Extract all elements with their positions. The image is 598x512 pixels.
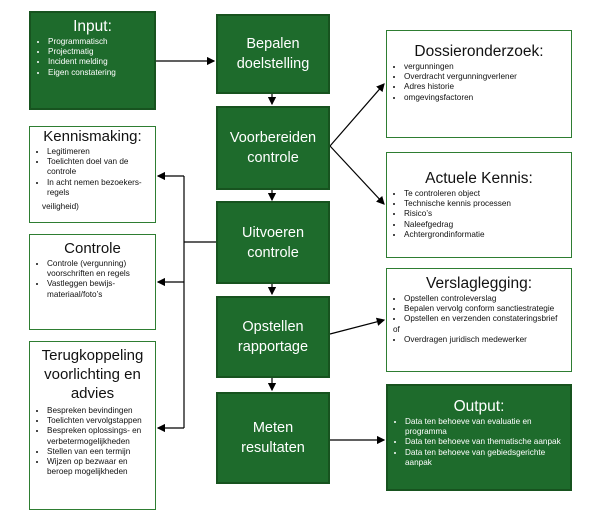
step-opstellen-rapportage: Opstellen rapportage: [216, 296, 330, 378]
terugkoppeling-item: Wijzen op bezwaar en beroep mogelijkhede…: [47, 457, 155, 477]
dossieronderzoek-list: vergunningen Overdracht vergunningverlen…: [387, 62, 571, 103]
terugkoppeling-list: Bespreken bevindingen Toelichten vervolg…: [30, 406, 155, 477]
controle-box: Controle Controle (vergunning) voorschri…: [29, 234, 156, 330]
dossieronderzoek-box: Dossieronderzoek: vergunningen Overdrach…: [386, 30, 572, 138]
controle-item: Controle (vergunning) voorschriften en r…: [47, 259, 155, 279]
arrow-to-kennis: [329, 145, 385, 205]
verslaglegging-item: Bepalen vervolg conform sanctiestrategie: [404, 304, 571, 314]
output-item: Data ten behoeve van thematische aanpak: [405, 437, 570, 447]
input-item: Programmatisch: [48, 37, 154, 47]
input-title: Input:: [73, 18, 112, 35]
controle-item: Vastleggen bewijs-materiaal/foto’s: [47, 279, 155, 299]
terugkoppeling-item: Stellen van een termijn: [47, 447, 155, 457]
terugkoppeling-title: Terugkoppeling voorlichting en advies: [41, 347, 144, 402]
verslaglegging-item: Opstellen controleverslag: [404, 294, 571, 304]
actuele-kennis-item: Achtergrondinformatie: [404, 230, 571, 240]
input-box: Input: Programmatisch Projectmatig Incid…: [29, 11, 156, 110]
dossieronderzoek-title: Dossieronderzoek:: [414, 43, 544, 60]
input-item: Incident melding: [48, 57, 154, 67]
verslaglegging-list: Opstellen controleverslag Bepalen vervol…: [387, 294, 571, 325]
input-list: Programmatisch Projectmatig Incident mel…: [31, 37, 154, 78]
input-item: Projectmatig: [48, 47, 154, 57]
output-list: Data ten behoeve van evaluatie en progra…: [388, 417, 570, 468]
controle-title: Controle: [64, 240, 121, 257]
kennismaking-item: Toelichten doel van de controle: [47, 157, 155, 177]
kennismaking-box: Kennismaking: Legitimeren Toelichten doe…: [29, 126, 156, 223]
kennismaking-item: Legitimeren: [47, 147, 155, 157]
actuele-kennis-item: Technische kennis processen: [404, 199, 571, 209]
dossieronderzoek-item: omgevingsfactoren: [404, 93, 571, 103]
kennismaking-item: In acht nemen bezoekers-regels: [47, 178, 155, 198]
terugkoppeling-item: Toelichten vervolgstappen: [47, 416, 155, 426]
verslaglegging-or: of: [393, 324, 400, 334]
dossieronderzoek-item: Adres historie: [404, 82, 571, 92]
output-box: Output: Data ten behoeve van evaluatie e…: [386, 384, 572, 491]
output-title: Output:: [453, 398, 505, 415]
verslaglegging-list-2: Overdragen juridisch medewerker: [387, 335, 571, 345]
verslaglegging-item: Overdragen juridisch medewerker: [404, 335, 571, 345]
input-item: Eigen constatering: [48, 68, 154, 78]
terugkoppeling-item: Bespreken oplossings- en verbetermogelij…: [47, 426, 155, 446]
step-uitvoeren-controle: Uitvoeren controle: [216, 201, 330, 284]
arrow-to-dossier: [329, 83, 385, 147]
actuele-kennis-item: Naleefgedrag: [404, 220, 571, 230]
output-item: Data ten behoeve van evaluatie en progra…: [405, 417, 570, 437]
actuele-kennis-list: Te controleren object Technische kennis …: [387, 189, 571, 240]
controle-list: Controle (vergunning) voorschriften en r…: [30, 259, 155, 300]
kennismaking-continuation: veiligheid): [42, 202, 79, 212]
actuele-kennis-item: Risico’s: [404, 209, 571, 219]
verslaglegging-title: Verslaglegging:: [426, 275, 532, 292]
verslaglegging-item: Opstellen en verzenden constateringsbrie…: [404, 314, 571, 324]
dossieronderzoek-item: vergunningen: [404, 62, 571, 72]
actuele-kennis-box: Actuele Kennis: Te controleren object Te…: [386, 152, 572, 258]
kennismaking-title: Kennismaking:: [43, 128, 142, 145]
step-meten-resultaten: Meten resultaten: [216, 392, 330, 484]
terugkoppeling-box: Terugkoppeling voorlichting en advies Be…: [29, 341, 156, 510]
actuele-kennis-title: Actuele Kennis:: [425, 170, 533, 187]
output-item: Data ten behoeve van gebiedsgerichte aan…: [405, 448, 570, 468]
actuele-kennis-item: Te controleren object: [404, 189, 571, 199]
step-voorbereiden-controle: Voorbereiden controle: [216, 106, 330, 190]
terugkoppeling-item: Bespreken bevindingen: [47, 406, 155, 416]
kennismaking-list: Legitimeren Toelichten doel van de contr…: [30, 147, 155, 198]
verslaglegging-box: Verslaglegging: Opstellen controleversla…: [386, 268, 572, 372]
dossieronderzoek-item: Overdracht vergunningverlener: [404, 72, 571, 82]
step-bepalen-doelstelling: Bepalen doelstelling: [216, 14, 330, 94]
arrow-to-verslag: [329, 317, 386, 335]
